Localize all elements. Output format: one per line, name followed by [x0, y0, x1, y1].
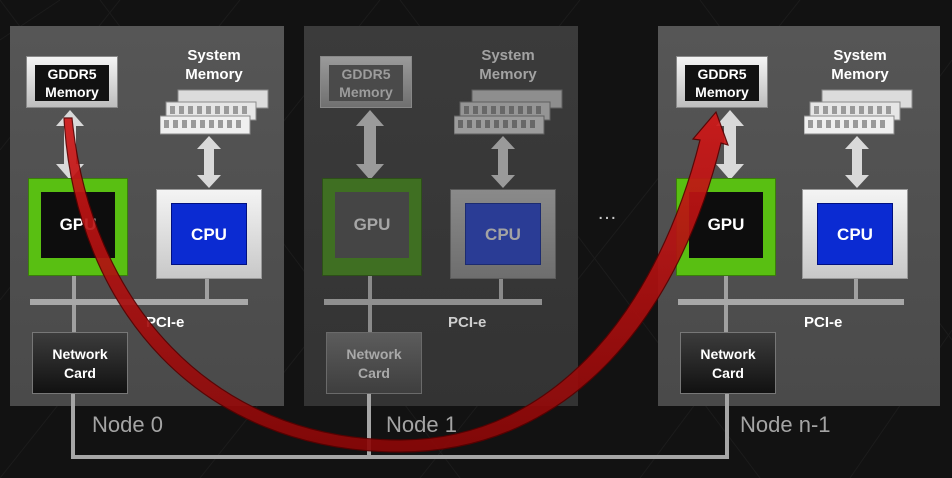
- gpu-chip: GPU: [676, 178, 776, 276]
- cpu-label: CPU: [465, 203, 541, 265]
- node-0: GDDR5 Memory System Memory GPU CPU PCI-e…: [10, 26, 284, 406]
- network-card: Network Card: [326, 332, 422, 394]
- gpu-label: GPU: [41, 192, 115, 258]
- gddr5-memory: GDDR5 Memory: [676, 56, 768, 108]
- gddr5-label: GDDR5: [341, 66, 391, 82]
- system-memory-label: System Memory: [831, 47, 889, 83]
- gddr5-gpu-arrow: [716, 110, 744, 180]
- pci-e-bus: [678, 276, 904, 336]
- network-card: Network Card: [32, 332, 128, 394]
- memory-label: Memory: [695, 84, 749, 100]
- pci-e-label: PCI-e: [804, 314, 843, 331]
- system-memory-dimm-icon: [160, 89, 269, 135]
- sysmem-cpu-arrow: [845, 136, 869, 188]
- pci-e-label: PCI-e: [448, 314, 487, 331]
- node-n-1: GDDR5 Memory System Memory GPU CPU PCI-e…: [658, 26, 940, 406]
- system-memory-label: System Memory: [479, 47, 537, 83]
- network-card: Network Card: [680, 332, 776, 394]
- cpu-label: CPU: [171, 203, 247, 265]
- gddr5-gpu-arrow: [356, 110, 384, 180]
- node-1: GDDR5 Memory System Memory GPU CPU PCI-e…: [304, 26, 578, 406]
- gpu-chip: GPU: [28, 178, 128, 276]
- cpu-chip: CPU: [802, 189, 908, 279]
- gddr5-memory: GDDR5 Memory: [320, 56, 412, 108]
- more-nodes-ellipsis: …: [597, 202, 619, 224]
- gddr5-label: GDDR5: [697, 66, 747, 82]
- cpu-chip: CPU: [156, 189, 262, 279]
- gpu-chip: GPU: [322, 178, 422, 276]
- gddr5-gpu-arrow: [56, 110, 84, 180]
- cpu-chip: CPU: [450, 189, 556, 279]
- node-n-1-label: Node n-1: [740, 412, 831, 437]
- system-memory-dimm-icon: [804, 89, 913, 135]
- memory-label: Memory: [45, 84, 99, 100]
- pci-e-label: PCI-e: [146, 314, 185, 331]
- system-memory-dimm-icon: [454, 89, 563, 135]
- memory-label: Memory: [339, 84, 393, 100]
- gpu-label: GPU: [689, 192, 763, 258]
- cpu-label: CPU: [817, 203, 893, 265]
- gddr5-label: GDDR5: [47, 66, 97, 82]
- sysmem-cpu-arrow: [491, 136, 515, 188]
- sysmem-cpu-arrow: [197, 136, 221, 188]
- node-1-label: Node 1: [386, 412, 457, 437]
- gpu-label: GPU: [335, 192, 409, 258]
- pci-e-bus: [324, 276, 542, 336]
- gddr5-memory: GDDR5 Memory: [26, 56, 118, 108]
- node-0-label: Node 0: [92, 412, 163, 437]
- system-memory-label: System Memory: [185, 47, 243, 83]
